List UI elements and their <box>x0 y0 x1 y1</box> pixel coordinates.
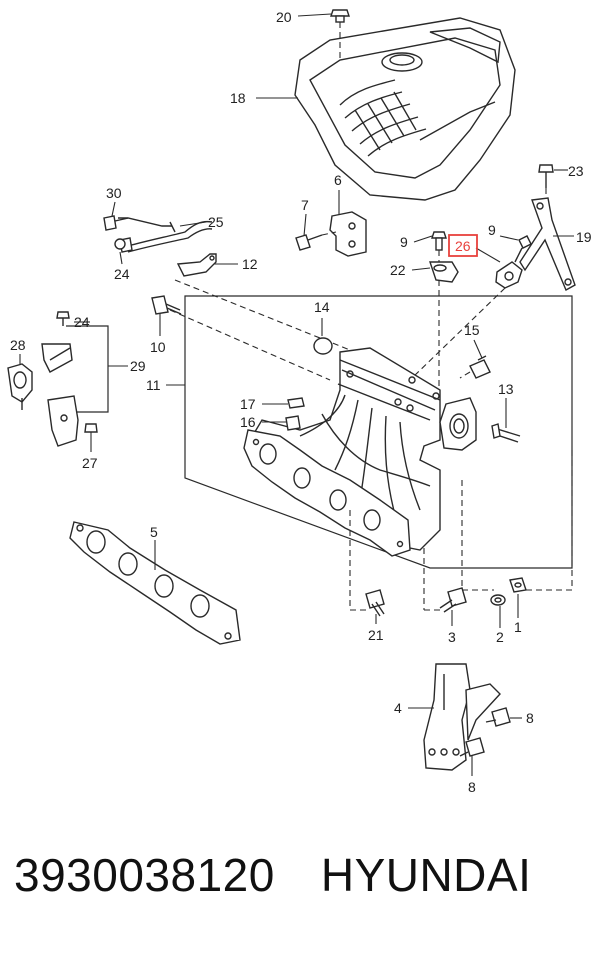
leader-20 <box>297 13 332 17</box>
callout-24a: 24 <box>114 266 130 282</box>
callout-2: 2 <box>496 629 504 645</box>
bracket-19 <box>519 164 576 291</box>
callout-7: 7 <box>301 197 309 213</box>
callout-3: 3 <box>448 629 456 645</box>
callout-18: 18 <box>230 90 246 106</box>
highlight-box-26 <box>448 234 478 257</box>
callout-9a: 9 <box>400 234 408 250</box>
leader-26 <box>475 247 501 263</box>
callout-20: 20 <box>276 9 292 25</box>
callout-11: 11 <box>146 377 161 393</box>
dash-10 <box>169 309 331 381</box>
bolt-20 <box>330 9 350 62</box>
part-number: 3930038120 <box>14 849 275 901</box>
dash-12 <box>174 279 351 351</box>
washer-2 <box>490 594 506 628</box>
callout-10: 10 <box>150 339 166 355</box>
sensor-26 <box>411 235 532 379</box>
manifold-box <box>184 295 573 569</box>
bolt-24b <box>56 311 70 326</box>
bracket-29 <box>41 343 79 447</box>
nut-1 <box>509 577 527 618</box>
part-caption: 3930038120 HYUNDAI <box>14 848 594 928</box>
callout-21: 21 <box>368 627 384 643</box>
callout-24b: 24 <box>74 314 90 330</box>
callout-4: 4 <box>394 700 402 716</box>
dashed-guides <box>349 450 573 611</box>
nut-16 <box>262 415 301 431</box>
callout-26: 26 <box>455 238 471 254</box>
bolt-8a <box>485 707 522 727</box>
callout-23: 23 <box>568 163 584 179</box>
stud-10 <box>151 295 182 336</box>
bracket-4 <box>408 663 501 771</box>
engine-cover <box>294 17 516 201</box>
bracket-6 <box>329 190 367 257</box>
callout-19: 19 <box>576 229 592 245</box>
callout-16: 16 <box>240 414 256 430</box>
valve-28 <box>7 354 33 410</box>
callout-5: 5 <box>150 524 158 540</box>
callout-27: 27 <box>82 455 98 471</box>
sensor-15 <box>459 339 491 379</box>
callout-30: 30 <box>106 185 122 201</box>
bolt-8b <box>459 737 485 776</box>
screw-27 <box>84 423 98 452</box>
intake-manifold <box>243 347 477 557</box>
callout-8b: 8 <box>468 779 476 795</box>
exploded-parts-diagram: 20 18 23 6 30 7 25 19 9 9 26 24 12 22 14… <box>7 9 592 795</box>
bolt-9-and-bracket-22 <box>429 231 459 390</box>
brand-name: HYUNDAI <box>320 849 532 901</box>
callout-25: 25 <box>208 214 224 230</box>
callout-14: 14 <box>314 299 330 315</box>
callout-13: 13 <box>498 381 514 397</box>
callout-17: 17 <box>240 396 256 412</box>
callout-12: 12 <box>242 256 258 272</box>
leader-9a <box>413 235 433 243</box>
callout-8a: 8 <box>526 710 534 726</box>
callout-6: 6 <box>334 172 342 188</box>
callout-1: 1 <box>514 619 522 635</box>
bolt-21 <box>365 589 385 624</box>
leader-22 <box>411 267 431 271</box>
gasket-5 <box>69 521 241 645</box>
stud-13 <box>491 398 521 443</box>
stud-3 <box>439 587 467 626</box>
callout-29: 29 <box>130 358 146 374</box>
cap-14 <box>313 318 333 355</box>
leader-25 <box>179 221 207 227</box>
callout-labels: 20 18 23 6 30 7 25 19 9 9 26 24 12 22 14… <box>10 9 592 795</box>
bracket-12 <box>176 253 217 277</box>
callout-9b: 9 <box>488 222 496 238</box>
leader-9b <box>499 235 519 241</box>
callout-15: 15 <box>464 322 480 338</box>
bolt-30 <box>103 201 129 231</box>
pin-17 <box>262 397 305 409</box>
callout-28: 28 <box>10 337 26 353</box>
callout-22: 22 <box>390 262 406 278</box>
bolt-7 <box>295 213 337 251</box>
box-29 <box>66 325 109 413</box>
bolt-24a <box>114 238 126 265</box>
